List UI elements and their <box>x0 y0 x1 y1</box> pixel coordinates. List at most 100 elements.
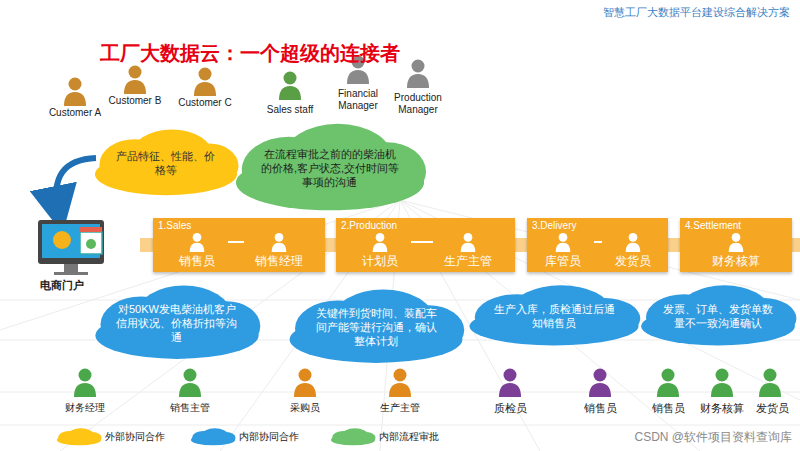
person-icon <box>270 232 288 252</box>
stage-heading: 4.Settlement <box>685 220 741 231</box>
bottom-people <box>74 369 781 398</box>
title: 工厂大数据云：一个超级的连接者 <box>100 40 400 67</box>
cloud-text: 关键件到货时间、装配车间产能等进行沟通，确认整体计划 <box>311 306 441 349</box>
label: Production Manager <box>378 92 458 116</box>
stage-heading: 3.Delivery <box>532 220 576 231</box>
cloud-node: 对50KW发电柴油机客户信用状况、价格折扣等沟通 <box>92 284 262 362</box>
person-symbol <box>272 233 287 252</box>
label: Customer B <box>109 95 162 107</box>
person-symbol <box>556 233 571 252</box>
cloud-shape <box>466 284 642 348</box>
label: 智慧工厂大数据平台建设综合解决方案 <box>603 6 790 19</box>
flow-arrow <box>56 158 96 210</box>
cloud-node: 关键件到货时间、装配车间产能等进行沟通，确认整体计划 <box>286 288 466 366</box>
role-label: 发货员 <box>605 254 661 268</box>
cloud-text-wrap: 对50KW发电柴油机客户信用状况、价格折扣等沟通 <box>116 302 238 345</box>
label: 财务经理 <box>65 402 105 414</box>
person-icon <box>727 232 745 252</box>
cloud-text: 产品特征、性能、价格等 <box>113 149 220 178</box>
person-symbol <box>461 233 476 252</box>
role-label: 计划员 <box>352 254 408 268</box>
person-symbol <box>373 233 388 252</box>
legend-swatch-box <box>190 428 236 446</box>
floor-grid <box>0 200 800 451</box>
label: Customer C <box>178 97 231 109</box>
cloud-text: 对50KW发电柴油机客户信用状况、价格折扣等沟通 <box>116 302 238 345</box>
person-symbol <box>626 233 641 252</box>
legend-item: 外部协同合作 <box>56 428 165 446</box>
legend-text: 内部协同合作 <box>239 430 299 444</box>
label: Customer A <box>49 107 101 119</box>
role-label: 销售经理 <box>247 254 311 268</box>
label: CSDN @软件项目资料查询库 <box>634 430 792 444</box>
role-node: 库管员 <box>535 232 591 270</box>
label: 发货员 <box>756 402 789 415</box>
legend-item: 内部协同合作 <box>190 428 299 446</box>
role-label: 库管员 <box>535 254 591 268</box>
legend-swatch-box <box>56 428 102 446</box>
person-icon <box>459 232 477 252</box>
label: Sales staff <box>267 104 314 116</box>
cloud-shape <box>638 284 798 348</box>
role-label: 生产主管 <box>436 254 500 268</box>
label: 生产主管 <box>380 402 420 414</box>
role-node: 生产主管 <box>436 232 500 270</box>
cloud-lobe <box>83 432 101 444</box>
label: 质检员 <box>494 402 527 415</box>
cloud-lobe <box>357 432 375 444</box>
label: 销售主管 <box>170 402 210 414</box>
legend-swatch <box>330 428 376 446</box>
cloud-text: 在流程审批之前的的柴油机的价格,客户状态,交付时间等事项的沟通 <box>259 147 400 190</box>
cloud-node: 发票、订单、发货单数量不一致沟通确认 <box>638 284 798 348</box>
legend-swatch <box>56 428 102 446</box>
role-node: 销售经理 <box>247 232 311 270</box>
cloud-text: 生产入库，质检通过后通知销售员 <box>491 302 618 331</box>
cloud-shape <box>92 128 240 198</box>
role-node: 财务核算 <box>704 232 768 270</box>
connector <box>228 241 244 243</box>
cloud-node: 在流程审批之前的的柴油机的价格,客户状态,交付时间等事项的沟通 <box>232 122 428 214</box>
legend-text: 内部流程审批 <box>379 430 439 444</box>
cloud-text-wrap: 在流程审批之前的的柴油机的价格,客户状态,交付时间等事项的沟通 <box>259 147 400 190</box>
stage-heading: 2.Production <box>341 220 397 231</box>
cloud-text-wrap: 关键件到货时间、装配车间产能等进行沟通，确认整体计划 <box>311 306 441 349</box>
role-label: 财务核算 <box>704 254 768 268</box>
cloud-text-wrap: 生产入库，质检通过后通知销售员 <box>491 302 618 331</box>
stage-heading: 1.Sales <box>158 220 191 231</box>
stage-box: 4.Settlement 财务核算 <box>680 218 792 272</box>
stage-box: 1.Sales 销售员 销售经理 <box>153 218 325 272</box>
person-icon <box>371 232 389 252</box>
cloud-node: 生产入库，质检通过后通知销售员 <box>466 284 642 348</box>
label: 电商门户 <box>40 279 84 292</box>
person-symbol <box>190 233 205 252</box>
legend-item: 内部流程审批 <box>330 428 439 446</box>
person-icon <box>554 232 572 252</box>
person-icon <box>624 232 642 252</box>
label: 销售员 <box>584 402 617 415</box>
connector <box>594 241 602 243</box>
role-node: 发货员 <box>605 232 661 270</box>
role-node: 销售员 <box>169 232 225 270</box>
legend-swatch <box>190 428 236 446</box>
portal-icon <box>38 220 104 275</box>
stage-box: 2.Production 计划员 生产主管 <box>336 218 515 272</box>
cloud-node: 产品特征、性能、价格等 <box>92 128 240 198</box>
role-label: 销售员 <box>169 254 225 268</box>
label: 销售员 <box>652 402 685 415</box>
label: 财务核算 <box>700 402 744 415</box>
cloud-text-wrap: 发票、订单、发货单数量不一致沟通确认 <box>660 302 775 331</box>
cloud-text-wrap: 产品特征、性能、价格等 <box>113 149 220 178</box>
cloud-lobe <box>217 432 235 444</box>
role-node: 计划员 <box>352 232 408 270</box>
cloud-text: 发票、订单、发货单数量不一致沟通确认 <box>660 302 775 331</box>
label: Financial Manager <box>318 88 398 112</box>
connector <box>411 241 433 243</box>
label: 采购员 <box>290 402 320 414</box>
legend-swatch-box <box>330 428 376 446</box>
stage-box: 3.Delivery 库管员发货员 <box>527 218 668 272</box>
legend-text: 外部协同合作 <box>105 430 165 444</box>
person-symbol <box>729 233 744 252</box>
person-icon <box>188 232 206 252</box>
